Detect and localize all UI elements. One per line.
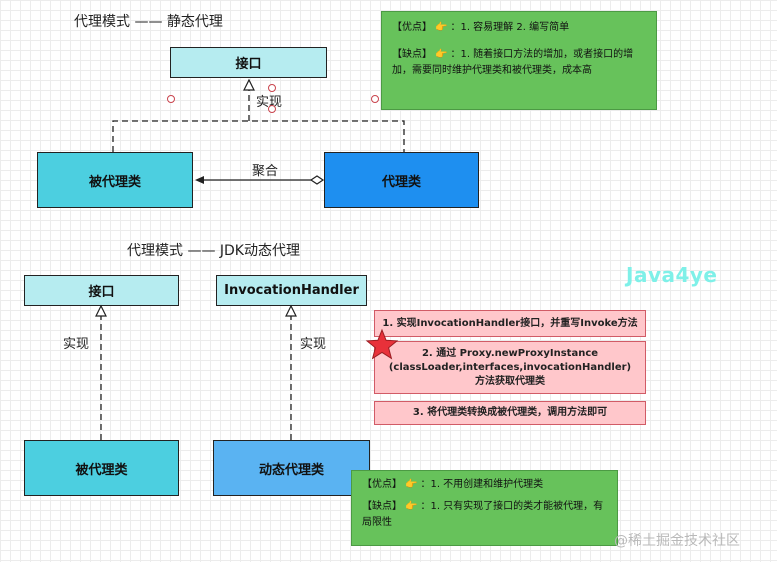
static-implements-label: 实现 <box>256 95 283 110</box>
dynamic-pros-text: ：1. 不用创建和维护代理类 <box>420 479 544 490</box>
static-cons-tag: 【缺点】 <box>392 49 432 60</box>
pointing-hand-icon: 👉 <box>405 479 418 490</box>
dynamic-implements-label-left: 实现 <box>63 337 90 352</box>
selection-handle-icons <box>167 84 379 113</box>
static-cons-line: 【缺点】👉：1. 随着接口方法的增加，或者接口的增加，需要同时维护代理类和被代理… <box>392 47 646 79</box>
dynamic-proxy-note: 【优点】👉：1. 不用创建和维护代理类 【缺点】👉：1. 只有实现了接口的类才能… <box>351 470 618 546</box>
aggregation-label: 聚合 <box>252 164 279 179</box>
static-implements-connector <box>112 78 405 152</box>
invocation-handler-box: InvocationHandler <box>216 275 367 306</box>
footer-credit: @稀土掘金技术社区 <box>614 533 740 549</box>
star-icon <box>365 328 399 360</box>
pointing-hand-icon: 👉 <box>435 49 448 60</box>
static-proxy-note: 【优点】👉：1. 容易理解 2. 编写简单 【缺点】👉：1. 随着接口方法的增加… <box>381 11 657 110</box>
pointing-hand-icon: 👉 <box>405 501 418 512</box>
static-proxied-class-box: 被代理类 <box>37 152 193 208</box>
static-cons-text: ：1. 随着接口方法的增加，或者接口的增加，需要同时维护代理类和被代理类，成本高 <box>392 49 634 76</box>
dynamic-implements-label-right: 实现 <box>300 337 327 352</box>
dynamic-interface-box: 接口 <box>24 275 179 306</box>
static-proxy-title: 代理模式 —— 静态代理 <box>74 14 223 30</box>
dynamic-proxied-class-box: 被代理类 <box>24 440 179 496</box>
dynamic-cons-text: ：1. 只有实现了接口的类才能被代理，有局限性 <box>362 501 604 528</box>
dynamic-cons-tag: 【缺点】 <box>362 501 402 512</box>
static-proxy-class-box: 代理类 <box>324 152 479 208</box>
pointing-hand-icon: 👉 <box>435 22 448 33</box>
dynamic-proxy-title: 代理模式 —— JDK动态代理 <box>127 243 300 259</box>
dynamic-pros-tag: 【优点】 <box>362 479 402 490</box>
dynamic-implements-left-connector <box>95 304 107 440</box>
aggregation-connector <box>195 175 325 185</box>
static-pros-line: 【优点】👉：1. 容易理解 2. 编写简单 <box>392 20 646 36</box>
dynamic-implements-right-connector <box>285 304 297 440</box>
step-2-box: 2. 通过 Proxy.newProxyInstance (classLoade… <box>374 341 646 394</box>
dynamic-proxy-class-box: 动态代理类 <box>213 440 370 496</box>
step-1-box: 1. 实现InvocationHandler接口，并重写Invoke方法 <box>374 310 646 337</box>
static-pros-text: ：1. 容易理解 2. 编写简单 <box>450 22 570 33</box>
dynamic-cons-line: 【缺点】👉：1. 只有实现了接口的类才能被代理，有局限性 <box>362 499 607 531</box>
dynamic-pros-line: 【优点】👉：1. 不用创建和维护代理类 <box>362 477 607 493</box>
static-interface-box: 接口 <box>170 47 327 78</box>
watermark-logo: Java4ye <box>626 263 718 287</box>
static-pros-tag: 【优点】 <box>392 22 432 33</box>
step-3-box: 3. 将代理类转换成被代理类，调用方法即可 <box>374 401 646 425</box>
